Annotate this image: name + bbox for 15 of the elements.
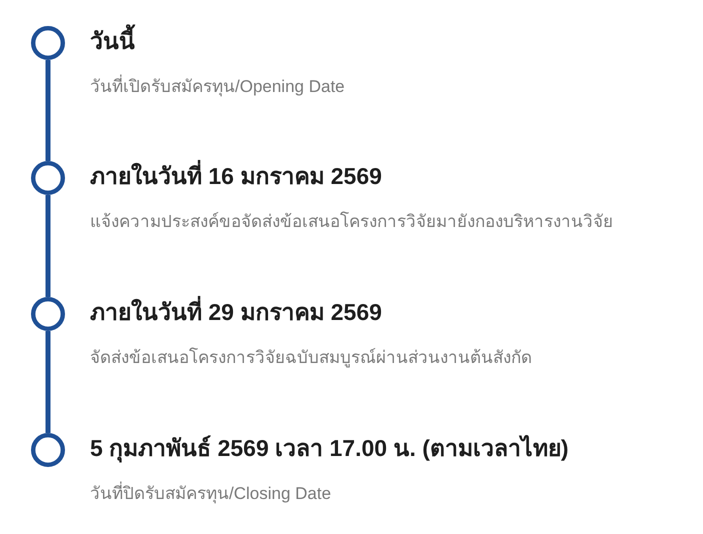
timeline-circle — [31, 297, 65, 331]
timeline-circle — [31, 161, 65, 195]
step-description: แจ้งความประสงค์ขอจัดส่งข้อเสนอโครงการวิจัยมายังกองบริหารงานวิจัย — [90, 210, 613, 233]
timeline-circle — [31, 433, 65, 467]
step-description: วันที่เปิดรับสมัครทุน/Opening Date — [90, 75, 345, 99]
step-description: วันที่ปิดรับสมัครทุน/Closing Date — [90, 482, 332, 506]
step-description: จัดส่งข้อเสนอโครงการวิจัยฉบับสมบูรณ์ผ่านส่วนงานต้นสังกัด — [90, 346, 532, 370]
timeline-line — [46, 195, 50, 297]
timeline-line — [46, 331, 50, 433]
timeline-circle — [31, 26, 65, 60]
date-heading: 5 กุมภาพันธ์ 2569 เวลา 17.00 น. (ตามเวลาไทย) — [90, 434, 569, 463]
timeline-line — [46, 60, 50, 161]
date-heading: ภายในวันที่ 29 มกราคม 2569 — [90, 297, 382, 327]
date-heading: ภายในวันที่ 16 มกราคม 2569 — [90, 161, 382, 191]
date-heading: วันนี้ — [90, 26, 135, 56]
